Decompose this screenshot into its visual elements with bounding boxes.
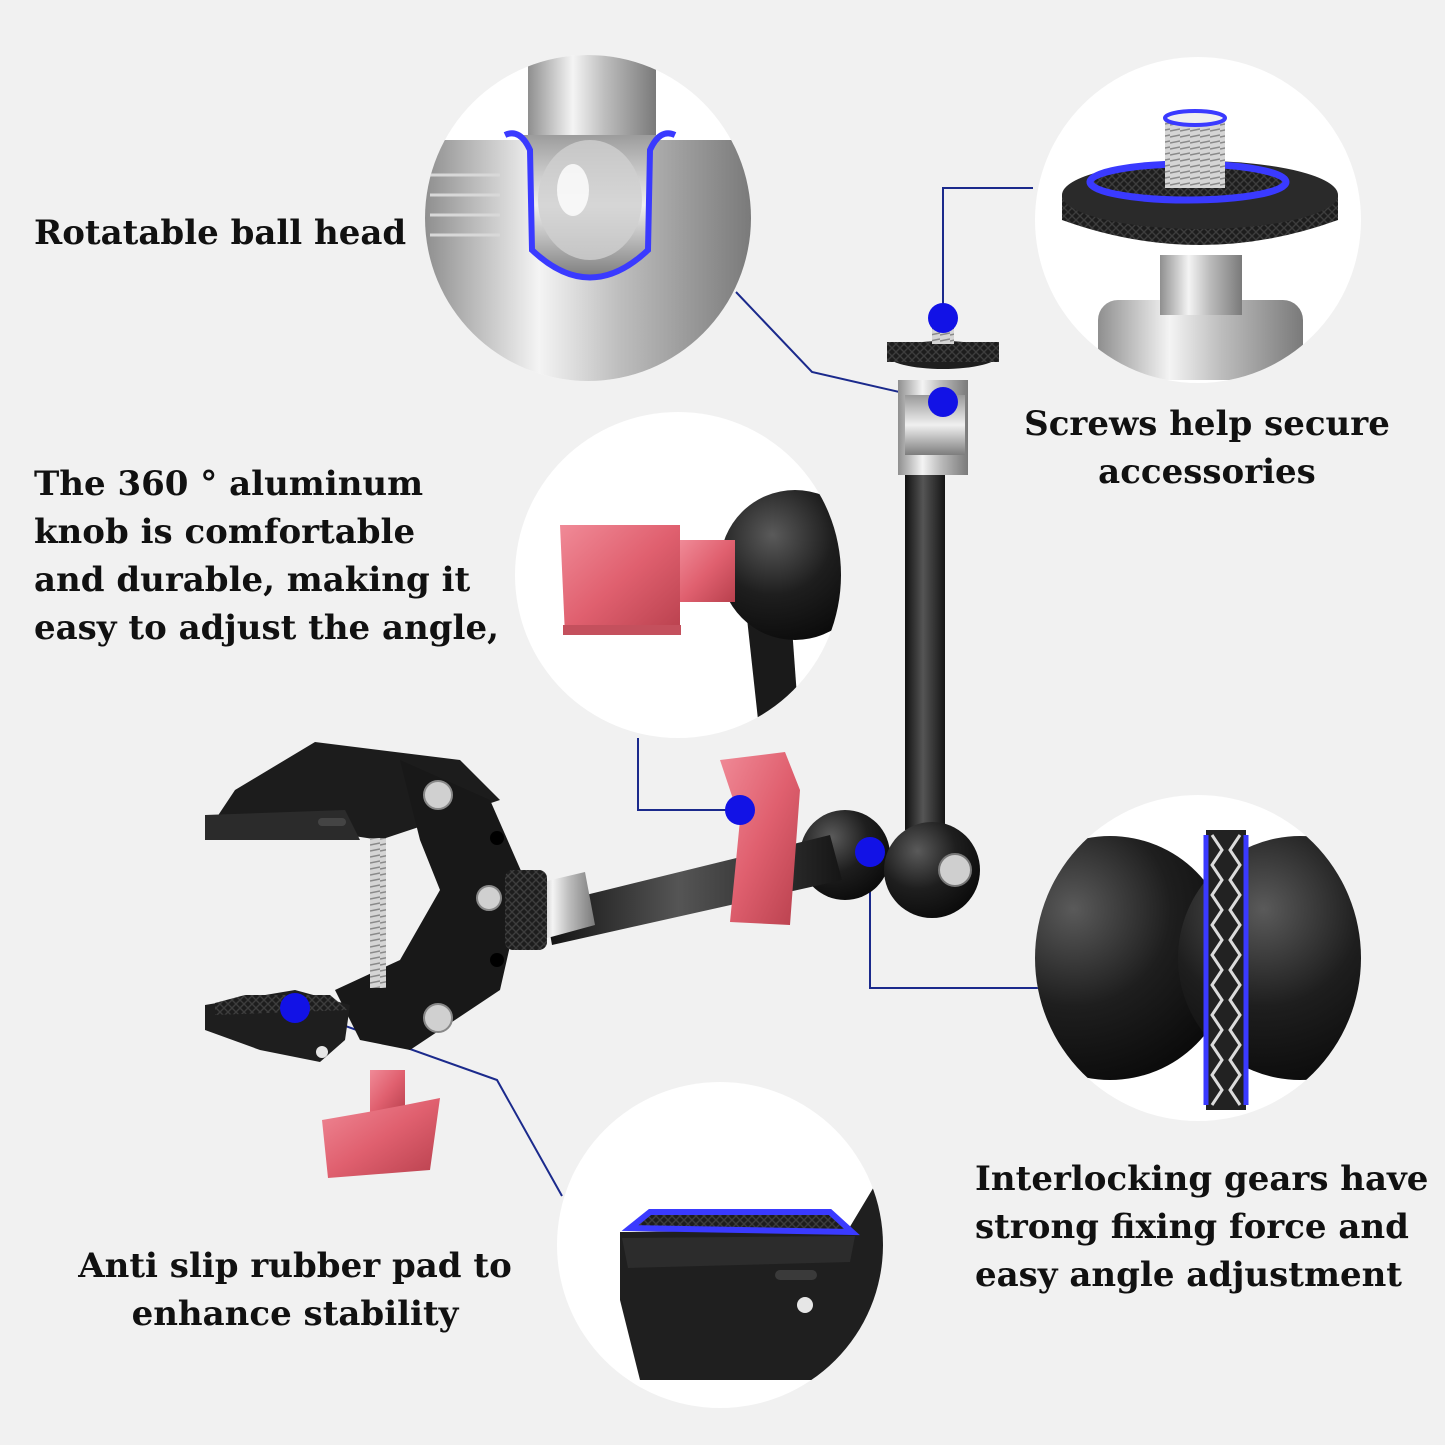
caption-line: and durable, making it (34, 560, 471, 600)
red-knob-icon (515, 412, 841, 738)
caption-line: Screws help secure (1024, 404, 1390, 444)
caption-line: accessories (1098, 452, 1316, 492)
caption-ball-head: Rotatable ball head (34, 209, 406, 257)
gear-joint-icon (1035, 795, 1361, 1121)
caption-line: Anti slip rubber pad to (78, 1246, 512, 1286)
caption-line: easy to adjust the angle, (34, 608, 499, 648)
caption-line: strong fixing force and (975, 1207, 1409, 1247)
ball-head-icon (425, 55, 751, 381)
caption-knob: The 360 ° aluminum knob is comfortable a… (34, 460, 499, 652)
caption-line: Rotatable ball head (34, 213, 407, 253)
rubber-pad-icon (557, 1082, 883, 1408)
caption-line: The 360 ° aluminum (34, 464, 424, 504)
mounting-screw-icon (1035, 57, 1361, 383)
caption-line: knob is comfortable (34, 512, 416, 552)
callout-dots (280, 303, 958, 1023)
caption-pad: Anti slip rubber pad to enhance stabilit… (60, 1242, 530, 1338)
caption-line: enhance stability (131, 1294, 459, 1334)
caption-screws: Screws help secure accessories (1022, 400, 1392, 496)
caption-gears: Interlocking gears have strong fixing fo… (975, 1155, 1428, 1299)
caption-line: easy angle adjustment (975, 1255, 1403, 1295)
magic-arm-icon (530, 322, 999, 945)
caption-line: Interlocking gears have (975, 1159, 1429, 1199)
super-clamp-icon (205, 742, 547, 1178)
